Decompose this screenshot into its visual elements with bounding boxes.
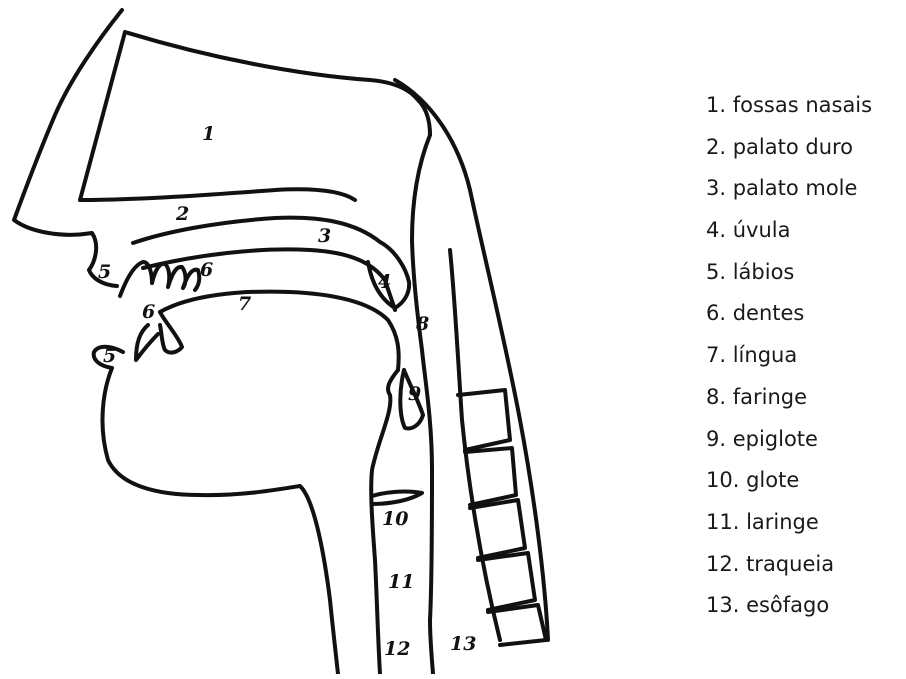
legend-item: 2. palato duro (706, 134, 902, 176)
legend-item: 8. faringe (706, 384, 902, 426)
marker-6-upper-teeth: 6 (200, 259, 213, 281)
legend-item: 6. dentes (706, 300, 902, 342)
marker-2: 2 (175, 203, 189, 225)
marker-3: 3 (318, 225, 331, 247)
marker-8: 8 (415, 313, 429, 335)
diagram-markers: 1 2 3 4 5 6 6 7 8 9 5 10 11 12 13 (98, 123, 476, 660)
legend-item: 7. língua (706, 342, 902, 384)
upper-teeth (120, 262, 199, 296)
spine-back (395, 80, 548, 640)
nasal-cavity-outline (80, 32, 430, 200)
marker-1: 1 (202, 123, 215, 145)
marker-6-lower-teeth: 6 (142, 301, 155, 323)
marker-5-upper-lip: 5 (98, 261, 111, 283)
marker-4: 4 (378, 271, 391, 293)
marker-5-lower-lip: 5 (103, 345, 116, 367)
face-profile-lower (94, 347, 338, 674)
hard-palate (133, 218, 380, 243)
marker-12: 12 (384, 638, 410, 660)
tongue (160, 292, 399, 370)
legend-item: 13. esôfago (706, 592, 902, 634)
marker-11: 11 (388, 571, 414, 593)
legend-item: 9. epiglote (706, 426, 902, 468)
legend-item: 10. glote (706, 467, 902, 509)
marker-13: 13 (450, 633, 476, 655)
legend-item: 1. fossas nasais (706, 92, 902, 134)
marker-10: 10 (382, 508, 408, 530)
nasal-cavity-floor (80, 189, 355, 200)
legend-item: 3. palato mole (706, 175, 902, 217)
marker-9: 9 (408, 383, 421, 405)
glottis (372, 492, 422, 504)
legend-item: 4. úvula (706, 217, 902, 259)
legend-item: 12. traqueia (706, 551, 902, 593)
marker-7: 7 (238, 293, 251, 315)
tongue-tip (160, 312, 182, 353)
legend: 1. fossas nasais 2. palato duro 3. palat… (706, 92, 902, 634)
legend-item: 5. lábios (706, 259, 902, 301)
face-profile-upper (14, 10, 122, 286)
legend-item: 11. laringe (706, 509, 902, 551)
lower-teeth (136, 325, 158, 360)
